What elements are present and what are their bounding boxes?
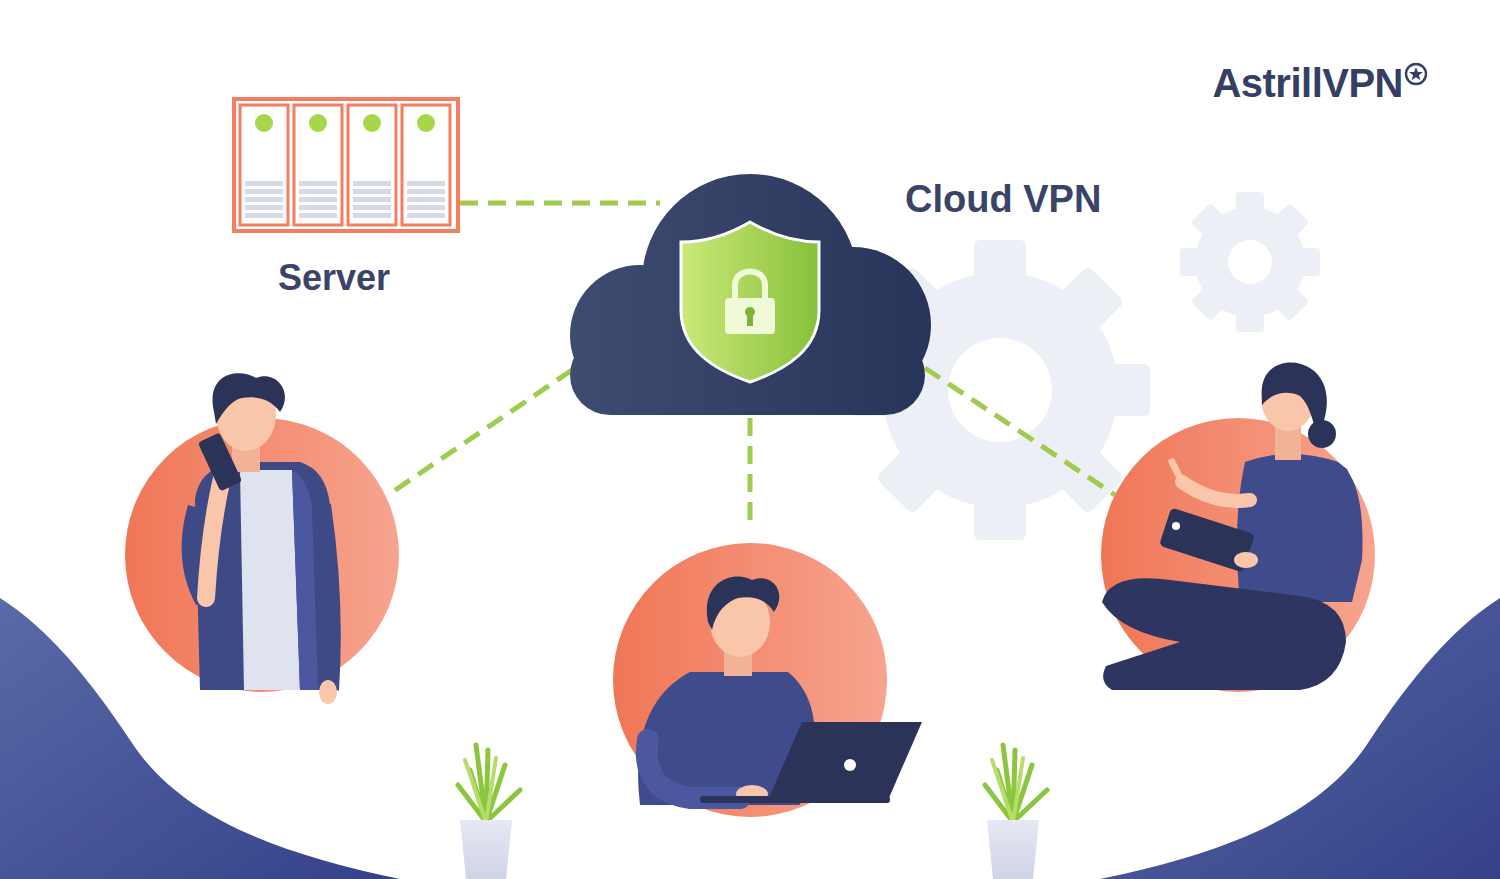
- person-phone: [125, 373, 399, 704]
- plant-right: [985, 745, 1047, 879]
- cloud-shape: [565, 170, 935, 415]
- dashed-connector: [460, 201, 660, 206]
- cloud-label: Cloud VPN: [905, 178, 1101, 222]
- node-label: Server: [278, 257, 390, 298]
- plant-left: [458, 745, 520, 879]
- gear-small: [1180, 192, 1320, 332]
- person-tablet: [1101, 362, 1375, 692]
- server-node: Server: [232, 97, 460, 233]
- brand-star-icon: [1404, 62, 1428, 86]
- server-rack: [232, 97, 460, 233]
- person-laptop: [613, 543, 922, 817]
- brand-logo: AstrillVPN: [1212, 60, 1428, 106]
- brand-name: AstrillVPN: [1212, 60, 1403, 106]
- cloud-node: Cloud VPN: [660, 170, 935, 415]
